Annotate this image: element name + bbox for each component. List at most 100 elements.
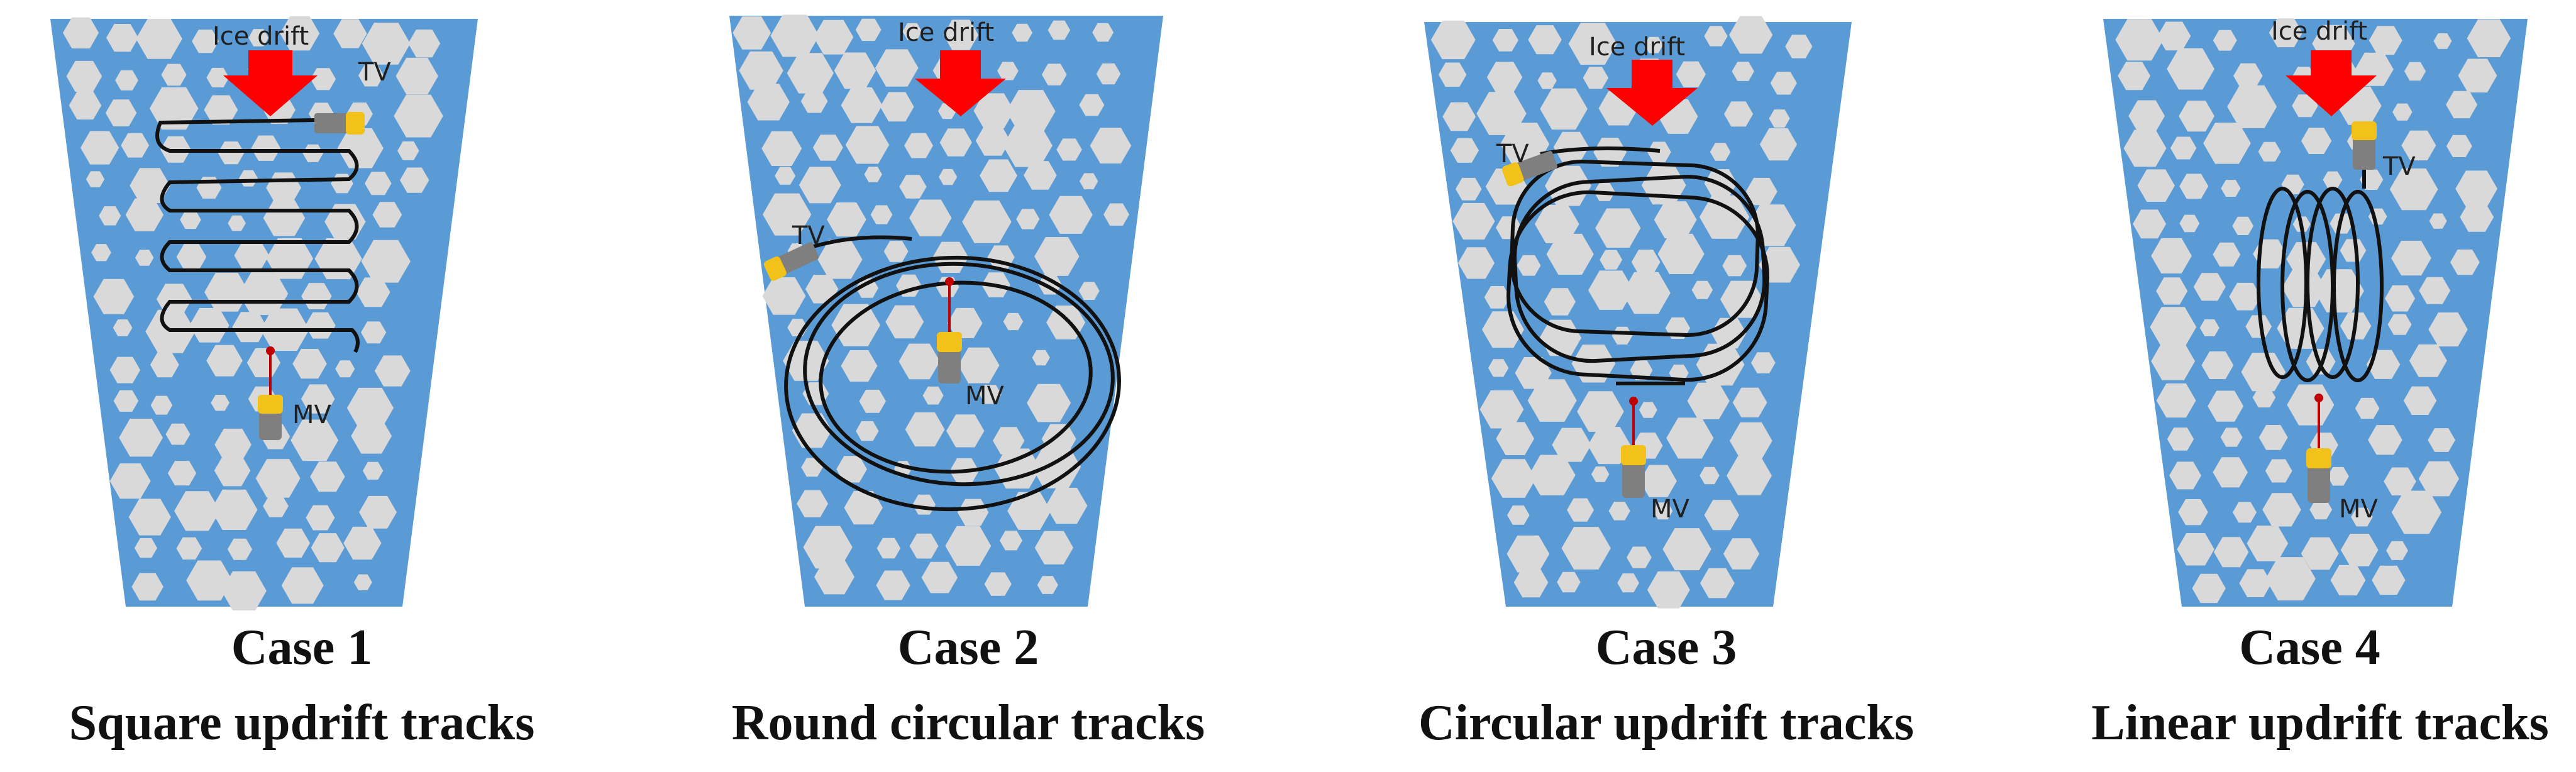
ice-floe [1032, 350, 1050, 366]
ice-floe [180, 211, 201, 229]
ice-floe [93, 278, 135, 314]
ice-floe [939, 168, 958, 185]
ice-floe [176, 244, 207, 270]
ice-floe [1600, 250, 1623, 270]
tv-label: TV [1496, 140, 1529, 168]
ice-floe [922, 386, 944, 405]
ice-floe [1577, 391, 1624, 432]
ice-floe [763, 193, 812, 236]
ice-floe [192, 30, 219, 53]
ice-floe [993, 427, 1025, 455]
ice-floe [1534, 204, 1579, 243]
case-subtitle: Linear updrift tracks [2091, 695, 2549, 751]
ice-floe [206, 345, 243, 377]
drift-label: Ice drift [213, 22, 309, 51]
ice-floe [1048, 20, 1071, 40]
ice-floe [2239, 569, 2272, 597]
mv-vessel [2306, 394, 2331, 503]
ice-floe [2467, 19, 2511, 57]
ice-floe [365, 172, 392, 196]
ice-floe [1484, 286, 1510, 309]
ice-floe [1723, 538, 1760, 570]
ice-floe [2156, 383, 2196, 418]
case-subtitle: Square updrift tracks [69, 695, 535, 751]
ice-floe [66, 60, 102, 92]
ice-floe [214, 428, 252, 461]
ice-floe [1591, 466, 1610, 482]
ice-floe [2391, 241, 2431, 276]
tv-vessel [1501, 151, 1557, 187]
ice-floe [984, 572, 1012, 596]
ice-floe [1456, 177, 1482, 201]
ice-floe [1593, 138, 1627, 167]
ice-floe [1496, 422, 1535, 455]
ice-floe [1552, 427, 1591, 462]
ice-floe [1617, 573, 1639, 593]
ice-floe [876, 570, 910, 600]
ice-floe [1608, 502, 1630, 521]
ice-floe [121, 133, 150, 158]
ice-floe [2245, 315, 2272, 338]
ice-floe [2428, 428, 2455, 452]
ice-floe [1034, 237, 1080, 276]
ice-floe [1090, 128, 1132, 164]
ice-floe [834, 52, 876, 89]
ice-floe [91, 244, 111, 262]
ice-floe [2385, 285, 2416, 312]
ice-channel [2103, 19, 2528, 607]
ice-floes [63, 16, 443, 610]
ice-floe [302, 144, 323, 162]
ice-floe [2213, 242, 2241, 267]
ice-floe [1079, 173, 1098, 190]
ice-floe [1666, 417, 1714, 459]
ice-floe [1003, 312, 1024, 331]
drift-arrow [915, 50, 1006, 116]
ice-floe [130, 168, 170, 203]
ice-floe [2340, 534, 2379, 566]
ice-floe [2418, 461, 2459, 497]
ice-floe [343, 526, 382, 560]
ice-floe [1078, 282, 1100, 300]
ice-floe [280, 16, 320, 51]
ice-floe [2233, 63, 2263, 89]
ice-floe [1506, 535, 1550, 573]
tv-label: TV [358, 58, 391, 87]
ice-floe [841, 87, 883, 123]
ice-floe [165, 423, 191, 445]
ice-floe [227, 538, 253, 560]
ice-floe [80, 131, 119, 165]
ice-floe [1092, 23, 1114, 42]
ice-floe [228, 215, 246, 231]
ice-floe [1653, 502, 1673, 520]
ice-floe [2429, 213, 2447, 229]
ice-floe [337, 128, 384, 168]
ice-floe [2369, 26, 2402, 55]
ice-floe [1049, 196, 1093, 234]
ice-floe [883, 241, 909, 262]
ice-floe [149, 87, 199, 130]
ice-floe [1710, 143, 1731, 161]
ice-floe [281, 567, 324, 604]
ice-floe [1450, 138, 1479, 163]
ice-floe [63, 17, 99, 49]
ice-floe [211, 489, 258, 530]
case-3-diagram [1424, 16, 1852, 609]
ice-floe [2128, 100, 2165, 132]
case-subtitle: Circular updrift tracks [1418, 695, 1915, 751]
mv-label: MV [1650, 495, 1689, 524]
ice-floe [2151, 342, 2196, 380]
ice-floe [2282, 268, 2326, 307]
ice-floe [2287, 384, 2335, 426]
ice-floe [945, 526, 992, 566]
ice-floe [218, 141, 245, 165]
ice-floe [2265, 459, 2292, 483]
arrow-down-icon [2286, 50, 2377, 116]
case-4-diagram [2103, 18, 2528, 607]
ice-floe [310, 461, 345, 492]
ice-floe [2323, 171, 2343, 189]
ice-floe [356, 277, 390, 307]
ice-floe [909, 199, 952, 236]
ice-floe [2351, 507, 2373, 527]
ice-floe [1568, 23, 1617, 65]
ice-floe [2386, 541, 2408, 560]
